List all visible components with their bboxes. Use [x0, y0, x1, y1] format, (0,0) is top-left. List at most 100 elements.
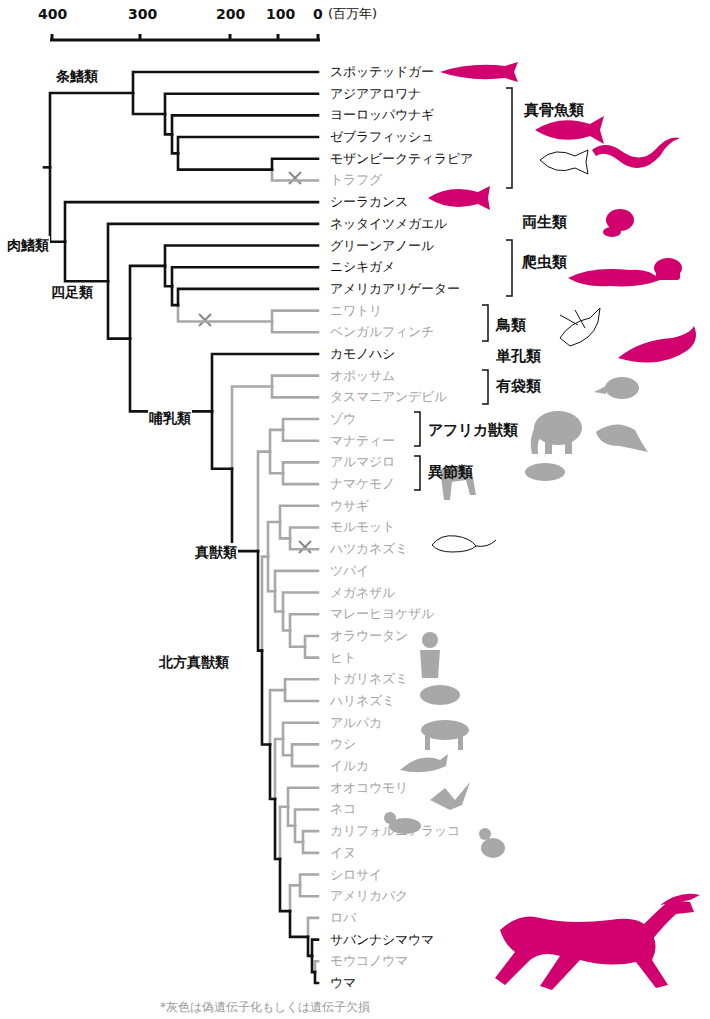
tree-branch: [44, 166, 50, 169]
species-label: オラウータン: [330, 627, 408, 645]
tree-branch: [283, 430, 318, 441]
tree-branch: [130, 266, 165, 339]
tree-branch: [258, 452, 270, 552]
tree-branch: [295, 809, 318, 825]
species-label: カモノハシ: [330, 345, 395, 363]
tree-branch: [165, 94, 318, 114]
tree-branch: [290, 538, 318, 549]
scale-label: 400: [38, 5, 67, 23]
species-label: オポッサム: [330, 367, 395, 385]
tree-branch: [292, 744, 318, 755]
species-label: モウコノウマ: [330, 952, 408, 970]
tree-branch: [280, 506, 318, 522]
species-label: タスマニアンデビル: [330, 388, 447, 406]
tree-branch: [283, 739, 292, 755]
tree-branch: [305, 647, 318, 658]
species-label: ヒト: [330, 649, 356, 667]
group-label: 単孔類: [496, 347, 541, 365]
tree-branch: [280, 522, 290, 538]
species-label: ツパイ: [330, 562, 369, 580]
species-label: アルマジロ: [330, 453, 395, 471]
species-label: マレーヒヨケザル: [330, 605, 434, 623]
tree-branch: [232, 387, 272, 469]
tree-branch: [295, 826, 303, 842]
tree-branch: [272, 159, 318, 170]
tree-branch: [272, 376, 318, 387]
tree-branch: [262, 651, 270, 745]
footnote: *灰色は偽遺伝子化もしくは遺伝子欠損: [160, 998, 370, 1016]
tree-branch: [275, 799, 280, 859]
species-label: ヨーロッパウナギ: [330, 106, 434, 124]
species-label: アメリカアリゲーター: [330, 280, 460, 298]
tree-branch: [290, 614, 318, 630]
scale-bar: [50, 34, 320, 40]
species-label: トガリネズミ: [330, 670, 408, 688]
species-label: モルモット: [330, 518, 395, 536]
tree-branch: [308, 937, 312, 956]
clade-label: 四足類: [50, 283, 94, 301]
tree-branch: [275, 591, 283, 611]
tree-branch: [300, 875, 318, 886]
tree-branch: [288, 807, 295, 826]
tree-branch: [178, 289, 318, 305]
tree-branch: [108, 281, 130, 338]
tree-branch: [290, 631, 305, 647]
tree-branch: [272, 387, 318, 398]
tree-branch: [283, 419, 318, 430]
tree-branch: [172, 286, 178, 305]
tree-branch: [270, 430, 283, 452]
species-label: アルパカ: [330, 714, 382, 732]
tree-branch: [283, 462, 318, 473]
species-label: ニシキガメ: [330, 258, 395, 276]
species-label: ベンガルフィンチ: [330, 323, 434, 341]
tree-branch: [172, 267, 318, 286]
species-label: ニワトリ: [330, 302, 382, 320]
tree-branch: [178, 305, 272, 321]
tree-branch: [212, 411, 232, 468]
species-label: ナマケモノ: [330, 475, 395, 493]
species-label: グリーンアノール: [330, 237, 434, 255]
tree-branch: [50, 93, 133, 167]
species-label: ハツカネズミ: [330, 540, 408, 558]
tree-branch: [172, 115, 318, 134]
tree-branch: [303, 842, 318, 853]
tree-branch: [290, 885, 300, 911]
scale-label: 200: [216, 5, 245, 23]
group-label: 爬虫類: [522, 253, 567, 271]
tree-branch: [65, 242, 108, 282]
group-label: 有袋類: [496, 377, 541, 395]
tree-branch: [272, 311, 318, 322]
species-label: オオコウモリ: [330, 779, 408, 797]
group-label: アフリカ獣類: [428, 421, 518, 439]
tree-branch: [283, 723, 318, 739]
tree-branch: [312, 940, 318, 956]
species-label: カリフォルニアラッコ: [330, 822, 460, 840]
tree-branch: [258, 551, 262, 651]
tree-branch: [165, 114, 172, 134]
tree-branch: [232, 469, 258, 551]
tree-branch: [308, 918, 318, 937]
tree-branch: [290, 527, 318, 538]
species-label: アメリカバク: [330, 887, 408, 905]
tree-branch: [305, 636, 318, 647]
species-label: ゼブラフィッシュ: [330, 128, 434, 146]
species-label: ウシ: [330, 735, 356, 753]
tree-branch: [280, 807, 288, 859]
tree-branch: [65, 202, 318, 242]
scale-label: (百万年): [328, 5, 377, 23]
species-label: ネッタイツメガエル: [330, 215, 447, 233]
tree-branch: [133, 72, 318, 93]
tree-branch: [178, 137, 318, 153]
tree-branch: [270, 745, 275, 799]
tree-branch: [108, 224, 318, 281]
species-label: モザンビークティラピア: [330, 150, 473, 168]
tree-branch: [315, 972, 318, 983]
tree-branch: [315, 961, 318, 972]
species-label: マナティー: [330, 432, 395, 450]
tree-branch: [290, 911, 308, 937]
tree-branch: [272, 321, 318, 332]
tree-branch: [292, 755, 318, 766]
species-label: ネコ: [330, 800, 356, 818]
species-label: ハリネズミ: [330, 692, 395, 710]
species-label: ウサギ: [330, 497, 369, 515]
